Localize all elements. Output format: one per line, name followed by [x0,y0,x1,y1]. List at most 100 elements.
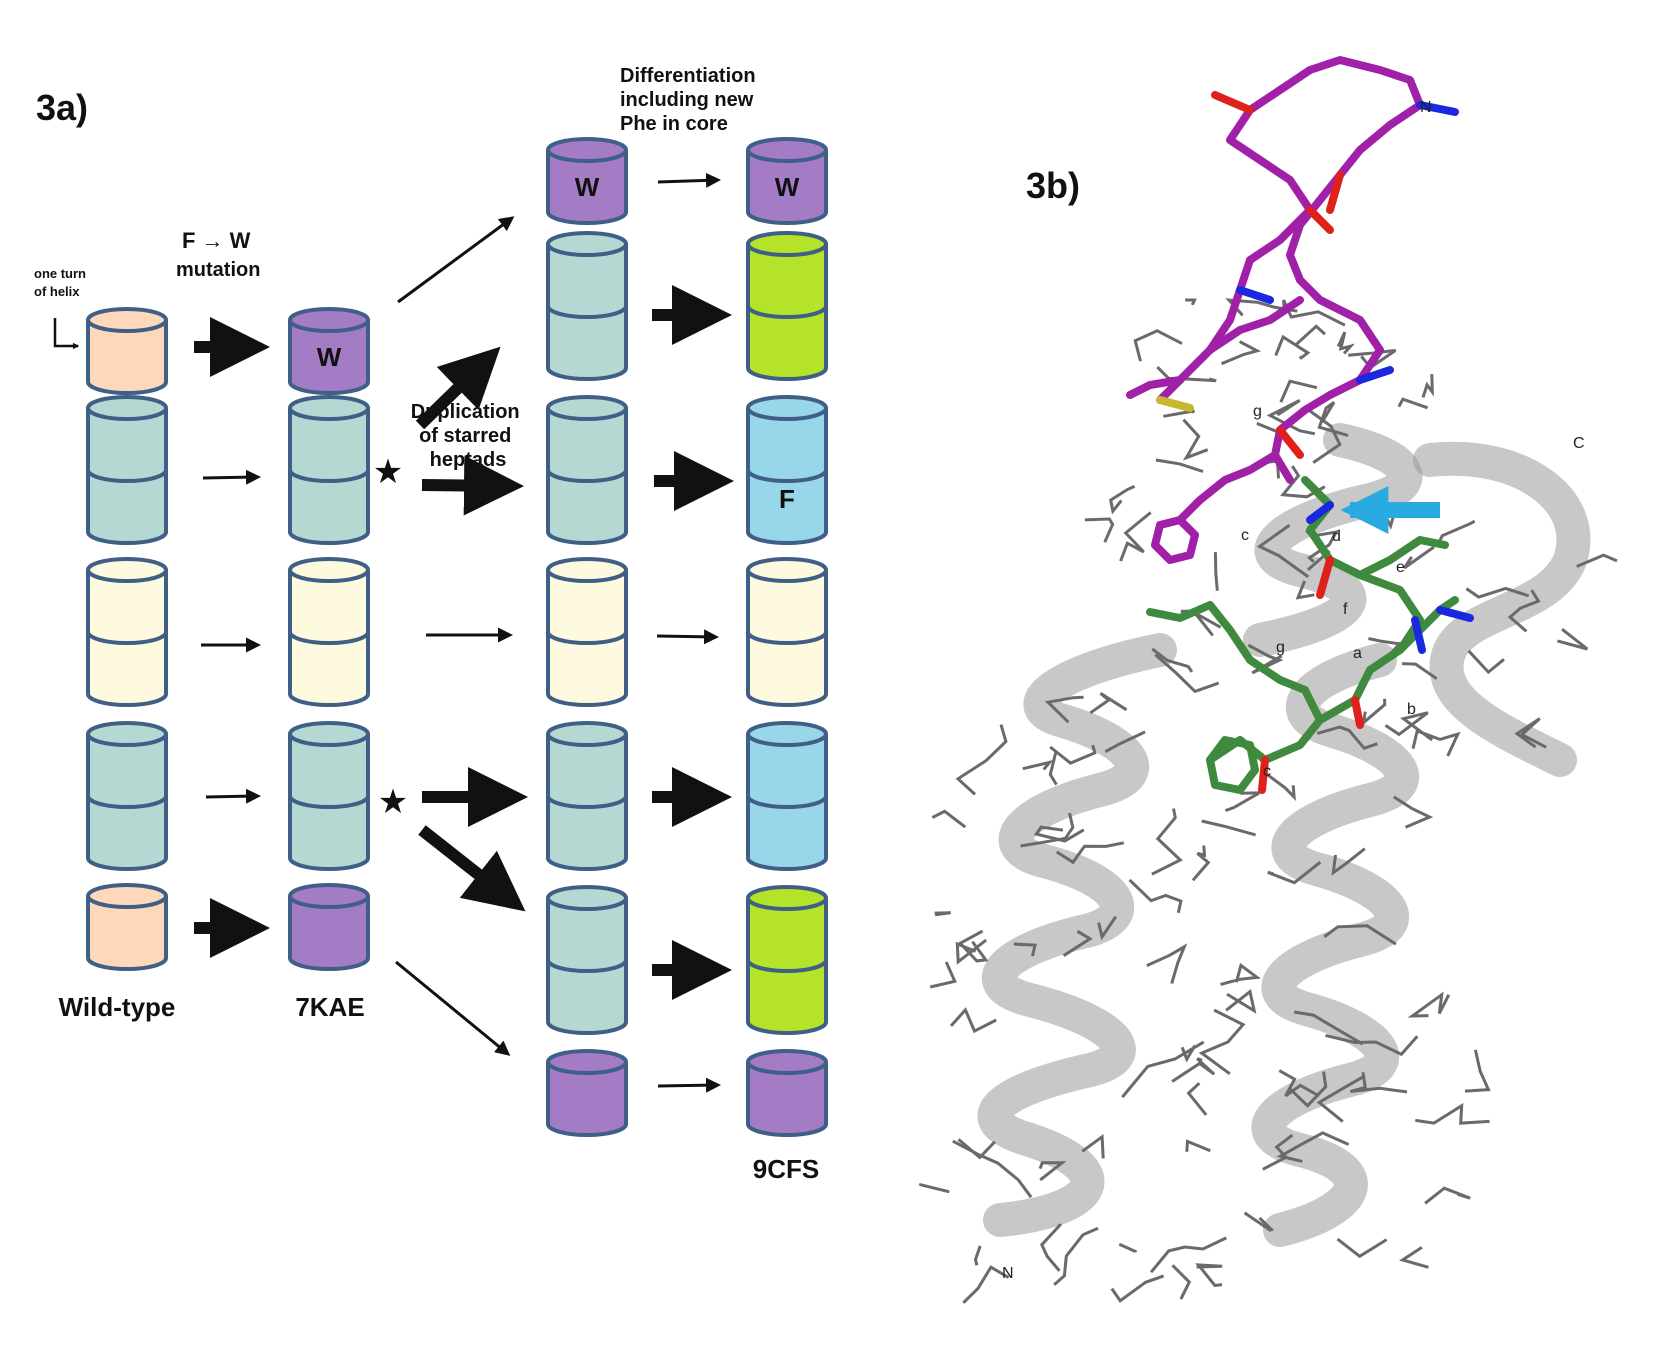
side-chain-stick [1421,374,1434,398]
heptad-divider [746,469,828,483]
cylinder-body [546,570,628,707]
thin-arrow [657,172,721,188]
side-chain-stick [1185,298,1197,306]
helix-cylinder [86,721,168,871]
thin-arrow [657,1077,721,1093]
helix-cylinder: W [546,137,628,225]
side-chain-stick [1133,329,1183,362]
residue-label: C [1573,435,1585,452]
heptad-divider [288,469,370,483]
nitrogen-atom [1306,501,1334,524]
side-chain-stick [1317,401,1349,438]
side-chain-stick [1049,744,1097,765]
side-chain-stick [1399,1246,1429,1269]
turn-label-line2: of helix [34,284,80,299]
heptad-divider [86,469,168,483]
helix-ribbon-center [1251,643,1420,1247]
side-chain-stick [1191,845,1211,882]
side-chain-stick [949,1007,997,1034]
panel-b-label: 3b) [1026,165,1080,206]
turn-pointer-arrow [53,318,80,350]
side-chain-stick [1261,769,1296,802]
side-chain-stick [1097,915,1118,941]
side-chain-stick [1316,1074,1366,1123]
residue-label: N [1002,1265,1014,1282]
side-chain-stick [1316,725,1378,751]
cylinder-body [746,1062,828,1137]
residue-label: a [1353,645,1362,662]
magenta-ring [1151,516,1199,564]
heptad-divider [746,631,828,645]
residue-label: c [1241,527,1249,544]
helix-cylinder [546,231,628,381]
thin-arrow [205,788,261,804]
side-chain-stick [1267,861,1322,885]
helix-cylinder [546,721,628,871]
thin-arrow [656,629,719,645]
helix-cylinder: W [746,137,828,225]
side-chain-stick [1287,1071,1328,1108]
cylinder-body [288,896,370,971]
oxygen-atom [1211,91,1254,114]
side-chain-stick [1081,1133,1105,1159]
helix-cylinder [288,395,370,545]
cylinder-top [746,721,828,747]
side-chain-stick [1022,759,1054,771]
cylinder-top [746,231,828,257]
cylinder-body [86,896,168,971]
side-chain-stick [1171,1057,1216,1083]
panel-b: 3b) [918,56,1618,1304]
side-chain-stick [1128,878,1183,914]
magenta-backbone [1156,56,1424,484]
side-chain-stick [1104,730,1146,754]
heptad-divider [546,305,628,319]
side-chain-stick [1402,662,1438,680]
magenta-side-chain [1176,451,1279,524]
side-chain-stick [1325,1033,1419,1057]
residue-letter: W [317,342,342,372]
heptad-divider [546,795,628,809]
side-chain-stick [1119,511,1152,562]
oxygen-atom [1258,756,1269,794]
side-chain-stick [1149,1236,1227,1274]
cylinder-body [746,570,828,707]
green-side-chain [1356,536,1449,579]
residue-label: g [1276,639,1285,656]
side-chain-stick [952,1139,1033,1199]
nitrogen-atom [1236,286,1274,304]
thick-arrow [418,825,526,912]
side-chain-stick [1186,1082,1208,1116]
side-chain-stick [1110,1274,1165,1303]
side-chain-stick [1384,711,1433,742]
cylinder-top [546,1049,628,1075]
helix-cylinder [86,395,168,545]
nitrogen-atom [1356,366,1394,384]
side-chain-stick [1154,653,1220,694]
side-chain-stick [1156,366,1217,383]
side-chain-stick [955,724,1008,796]
cylinder-body [86,320,168,395]
side-chain-stick [1013,942,1037,957]
cylinder-top [546,231,628,257]
side-chain-stick [1225,989,1257,1014]
side-chain-stick [1336,1237,1388,1259]
helix-cylinder [746,231,828,381]
cylinder-top [746,395,828,421]
transition-arrows [194,172,734,1093]
side-chain-stick [1276,1131,1350,1163]
side-chain-stick [1151,647,1194,673]
star-marker-lower: ★ [378,783,408,821]
thick-arrow [415,346,501,430]
helix-ribbon-right [1413,441,1591,777]
green-ring [1206,736,1259,794]
side-chain-stick [1151,808,1183,876]
heptad-divider [746,305,828,319]
side-chain-stick [1224,791,1260,813]
side-chain-stick [1195,1263,1223,1288]
green-heptad [1146,476,1474,794]
side-chain-stick [1171,1264,1192,1300]
helix-cylinder [86,883,168,971]
helix-cylinder [288,883,370,971]
side-chain-stick [1331,847,1366,876]
